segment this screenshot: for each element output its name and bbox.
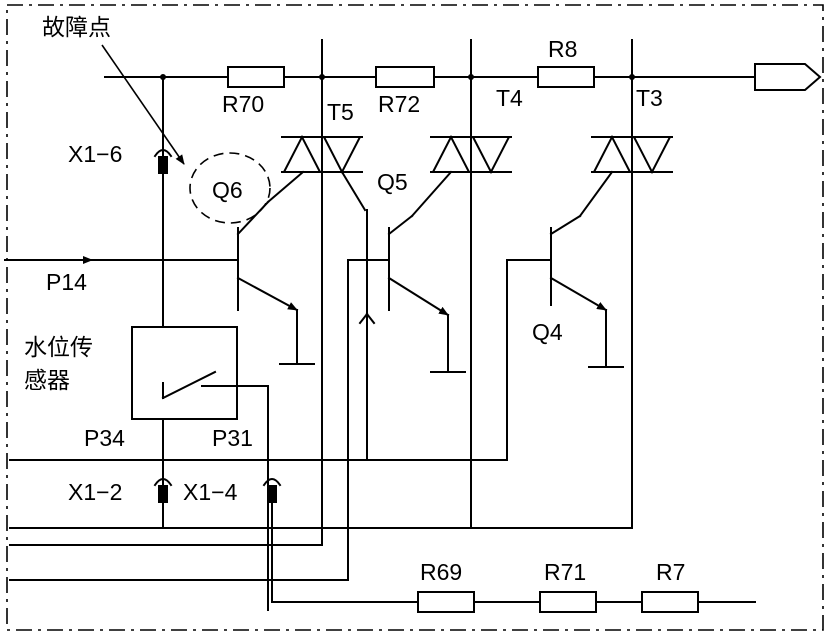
triac-t5 [266,134,367,212]
triac-t4 [410,134,512,218]
triac-main-wires [321,39,633,529]
triac-t3 [578,134,673,218]
label-q4: Q4 [532,319,563,345]
label-x1-2: X1−2 [68,479,122,505]
water-level-sensor [131,326,269,611]
resistor-r7 [641,591,699,613]
resistor-r69 [417,591,475,613]
diagram-border [6,4,824,631]
label-x1-6: X1−6 [68,141,122,167]
label-r70: R70 [222,91,264,117]
transistor-q4 [506,214,624,461]
lower-wiring [9,459,756,603]
label-q5: Q5 [377,169,408,195]
connector-x1-2 [153,478,173,503]
label-p34: P34 [84,425,125,451]
resistor-r8 [537,66,595,88]
fault-point-label: 故障点 [42,15,111,41]
sensor-label-line2: 感器 [24,368,70,394]
fault-pointer [101,44,185,165]
label-r7: R7 [656,559,685,585]
resistor-r70 [227,66,285,88]
top-bus [104,63,822,91]
label-t3: T3 [636,85,663,111]
label-r69: R69 [420,559,462,585]
label-r72: R72 [378,91,420,117]
resistor-r72 [375,66,435,88]
label-t4: T4 [496,85,523,111]
label-r8: R8 [548,36,577,62]
label-r71: R71 [544,559,586,585]
transistor-q5 [347,209,466,581]
label-p31: P31 [212,425,253,451]
connector-x1-4 [262,478,282,503]
resistor-r71 [539,591,597,613]
label-q6: Q6 [212,177,243,203]
connector-x1-6 [153,76,173,328]
label-p14: P14 [46,269,87,295]
fault-circle [189,152,271,224]
label-t5: T5 [327,99,354,125]
label-x1-4: X1−4 [183,479,238,505]
sensor-label-line1: 水位传 [24,335,93,361]
